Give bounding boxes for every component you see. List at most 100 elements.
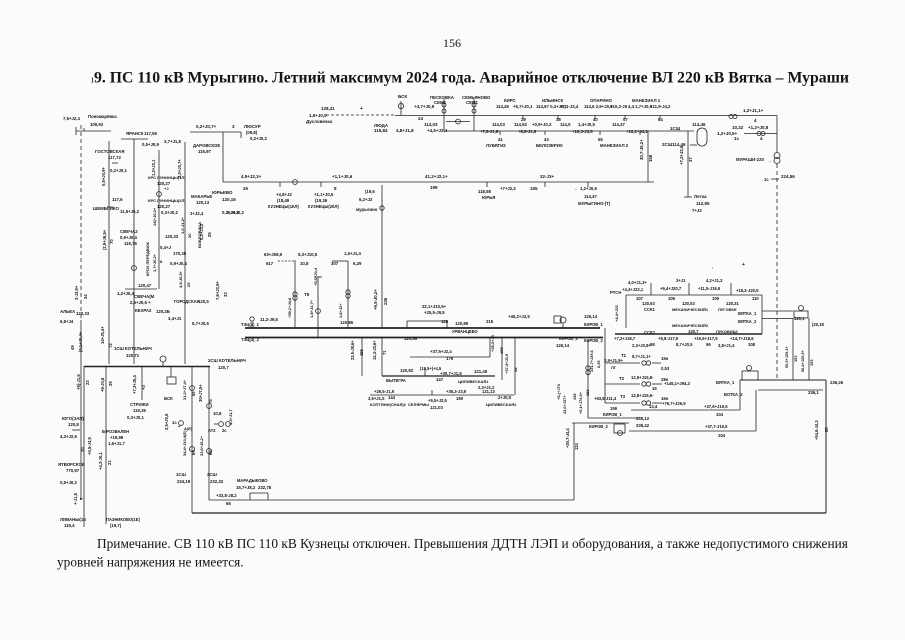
- svg-text:ВЯТКА_2: ВЯТКА_2: [738, 319, 757, 324]
- svg-text:1СШ КОТЕЛЬНИЧ: 1СШ КОТЕЛЬНИЧ: [114, 346, 152, 351]
- svg-text:0,5+J0,9+: 0,5+J0,9+: [101, 167, 106, 186]
- svg-text:1c: 1c: [764, 177, 769, 182]
- svg-text:128,41: 128,41: [321, 106, 335, 111]
- svg-text:·: ·: [712, 266, 714, 272]
- svg-text:43: 43: [544, 137, 549, 142]
- svg-text:1,3+J2,1: 1,3+J2,1: [151, 159, 156, 176]
- svg-text:(2,9+J6,5+: (2,9+J6,5+: [102, 229, 107, 250]
- svg-text:Б-РОЗВАЛЕН: Б-РОЗВАЛЕН: [102, 429, 129, 434]
- svg-text:236,26: 236,26: [830, 380, 844, 385]
- svg-text:КИРОВ_2: КИРОВ_2: [589, 424, 609, 429]
- svg-text:БЕЛОЗЕРИХ: БЕЛОЗЕРИХ: [536, 143, 563, 148]
- svg-text:110: 110: [752, 296, 759, 301]
- svg-text:0,5+J0,9: 0,5+J0,9: [142, 142, 159, 147]
- svg-text:119,4: 119,4: [64, 523, 75, 528]
- svg-text:120,13: 120,13: [196, 200, 210, 205]
- svg-text:109: 109: [712, 296, 720, 301]
- svg-text:114,45: 114,45: [496, 104, 510, 109]
- svg-text:120,33: 120,33: [165, 234, 179, 239]
- svg-text:15н: 15н: [661, 356, 669, 361]
- svg-text:121,45: 121,45: [474, 369, 488, 374]
- svg-text:28н: 28н: [661, 377, 669, 382]
- svg-text:24: 24: [418, 116, 424, 121]
- svg-text:+16,2-J20,5: +16,2-J20,5: [736, 288, 759, 293]
- svg-text:3,7+J1,8: 3,7+J1,8: [164, 139, 181, 144]
- svg-text:ШЕМБЛИКО: ШЕМБЛИКО: [93, 206, 119, 211]
- svg-text:+7,2+J18,7: +7,2+J18,7: [614, 336, 636, 341]
- svg-text:215: 215: [486, 319, 494, 324]
- svg-text:25: 25: [186, 282, 191, 287]
- svg-text:+0,5-J4,5: +0,5-J4,5: [87, 437, 92, 455]
- svg-text:6,39: 6,39: [596, 360, 601, 368]
- svg-text:169: 169: [456, 396, 464, 401]
- svg-text:+45,2+J3,5: +45,2+J3,5: [508, 314, 530, 319]
- svg-text:3: 3: [232, 124, 235, 129]
- svg-text:КРОХ ПЕРЕДВИЖ: КРОХ ПЕРЕДВИЖ: [145, 242, 150, 276]
- svg-text:АТ2: АТ2: [208, 428, 216, 433]
- svg-text:1,6+J1,7: 1,6+J1,7: [108, 441, 125, 446]
- svg-text:107: 107: [636, 296, 644, 301]
- svg-text:30+J7,5+: 30+J7,5+: [198, 384, 203, 402]
- svg-text:+1,1+J0,5: +1,1+J0,5: [314, 192, 334, 197]
- svg-text:1,6+J2+: 1,6+J2+: [338, 303, 343, 318]
- svg-text:МАНЕЗИАЛ 1: МАНЕЗИАЛ 1: [632, 98, 661, 103]
- svg-text:13,4: 13,4: [649, 404, 658, 409]
- svg-text:3,4+J1: 3,4+J1: [168, 316, 182, 321]
- svg-text:114,5: 114,5: [560, 122, 571, 127]
- svg-text:СЕЛЯРМЫ: СЕЛЯРМЫ: [408, 402, 429, 407]
- svg-text:0,2+J0,2: 0,2+J0,2: [250, 136, 267, 141]
- svg-text:СВЕЧА2: СВЕЧА2: [120, 229, 138, 234]
- svg-text:+: +: [178, 424, 181, 429]
- svg-text:(19,39: (19,39: [315, 198, 328, 203]
- svg-text:мурыгино: мурыгино: [356, 207, 378, 212]
- svg-text:770,97: 770,97: [66, 468, 80, 473]
- svg-text:ЛГ: ЛГ: [611, 365, 617, 370]
- svg-text:РТСН: РТСН: [610, 290, 621, 295]
- svg-text:Т1: Т1: [621, 353, 627, 358]
- svg-text:+29,5-J1,9: +29,5-J1,9: [374, 389, 395, 394]
- svg-text:5,3+J10,5: 5,3+J10,5: [298, 252, 318, 257]
- svg-text:159: 159: [610, 406, 618, 411]
- svg-text:1,8+J2,7+: 1,8+J2,7+: [309, 299, 314, 318]
- svg-text:112,95: 112,95: [696, 201, 710, 206]
- svg-text:121,13: 121,13: [482, 389, 495, 394]
- svg-text:0,2+J0,7+: 0,2+J0,7+: [196, 124, 217, 129]
- svg-text:2,0+J0,7+: 2,0+J0,7+: [177, 159, 182, 178]
- svg-text:108: 108: [748, 342, 756, 347]
- svg-text:(0,1+J0,4+: (0,1+J0,4+: [78, 331, 83, 352]
- svg-text:49: 49: [70, 345, 75, 350]
- svg-text:121,03: 121,03: [430, 405, 443, 410]
- svg-text:СВЕЧА(М: СВЕЧА(М: [134, 294, 155, 299]
- svg-text:109,93: 109,93: [90, 122, 104, 127]
- svg-text:1,2+J1,1+: 1,2+J1,1+: [743, 108, 764, 113]
- svg-text:105: 105: [668, 296, 676, 301]
- svg-text:2,3+J0,8+: 2,3+J0,8+: [632, 343, 651, 348]
- svg-text:+4,8+J2: +4,8+J2: [276, 192, 292, 197]
- svg-text:0,2+J0,1: 0,2+J0,1: [110, 168, 127, 173]
- svg-text:2,5+J0,5 +: 2,5+J0,5 +: [130, 300, 151, 305]
- svg-text:120,47: 120,47: [138, 283, 152, 288]
- svg-text:2СШ: 2СШ: [662, 142, 673, 147]
- svg-text:55,9+J29,1+: 55,9+J29,1+: [784, 345, 789, 368]
- svg-text:МЕХАНИЧЕСКИЙ1: МЕХАНИЧЕСКИЙ1: [672, 307, 709, 312]
- svg-text:ЯРАНСК: ЯРАНСК: [126, 131, 144, 136]
- svg-text:(18,49: (18,49: [277, 198, 290, 203]
- svg-text:ПАЗНИКОВО(1Е): ПАЗНИКОВО(1Е): [106, 517, 140, 522]
- svg-text:22,1+J10,5+: 22,1+J10,5+: [422, 304, 447, 309]
- svg-text:32-J3+: 32-J3+: [540, 174, 555, 179]
- svg-text:КУЗНЕЦЫ(1КЛ): КУЗНЕЦЫ(1КЛ): [268, 204, 299, 209]
- svg-text:120,86: 120,86: [340, 320, 354, 325]
- svg-text:8: 8: [334, 186, 337, 191]
- svg-text:АЛЬЕХ: АЛЬЕХ: [60, 309, 75, 314]
- svg-text:63+J58,9: 63+J58,9: [264, 252, 283, 257]
- svg-text:+6,4+J20,7: +6,4+J20,7: [660, 286, 682, 291]
- svg-text:40: 40: [593, 117, 598, 122]
- svg-text:+35,3-J3,9: +35,3-J3,9: [446, 389, 467, 394]
- svg-text:+3: +3: [141, 385, 146, 390]
- svg-text:104: 104: [718, 433, 726, 438]
- svg-text:Пономарёвка: Пономарёвка: [88, 114, 117, 119]
- svg-text:4,8+J1,8: 4,8+J1,8: [396, 128, 414, 133]
- svg-text:115,97: 115,97: [198, 149, 212, 154]
- svg-text:+7,8-J1,8: +7,8-J1,8: [480, 129, 499, 134]
- svg-text:←: ←: [574, 186, 578, 191]
